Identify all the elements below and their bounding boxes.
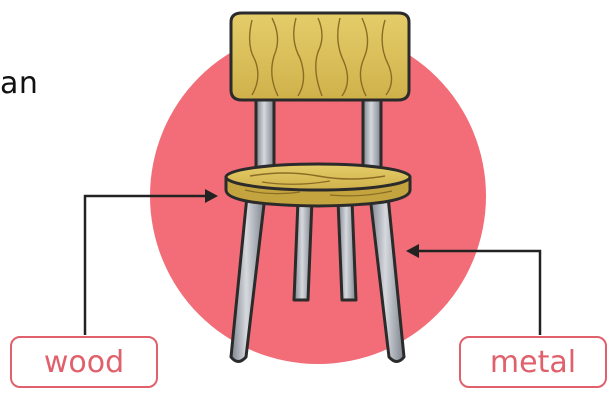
wood-label: wood [10, 336, 158, 388]
chair-back-leg-left [292, 198, 314, 302]
metal-label: metal [459, 336, 607, 388]
chair-backrest [229, 11, 411, 102]
chair-icon [224, 11, 412, 363]
partial-sentence-text: an [0, 66, 39, 101]
chair-seat [224, 162, 412, 208]
chair-back-right-post [361, 93, 383, 175]
metal-pointer-arrow [406, 244, 542, 335]
chair-back-left-post [254, 93, 276, 175]
chair-front-leg-right [368, 194, 406, 363]
chair-front-leg-left [229, 194, 267, 363]
wood-pointer-arrow [83, 189, 218, 335]
chair-back-leg-right [336, 198, 358, 302]
